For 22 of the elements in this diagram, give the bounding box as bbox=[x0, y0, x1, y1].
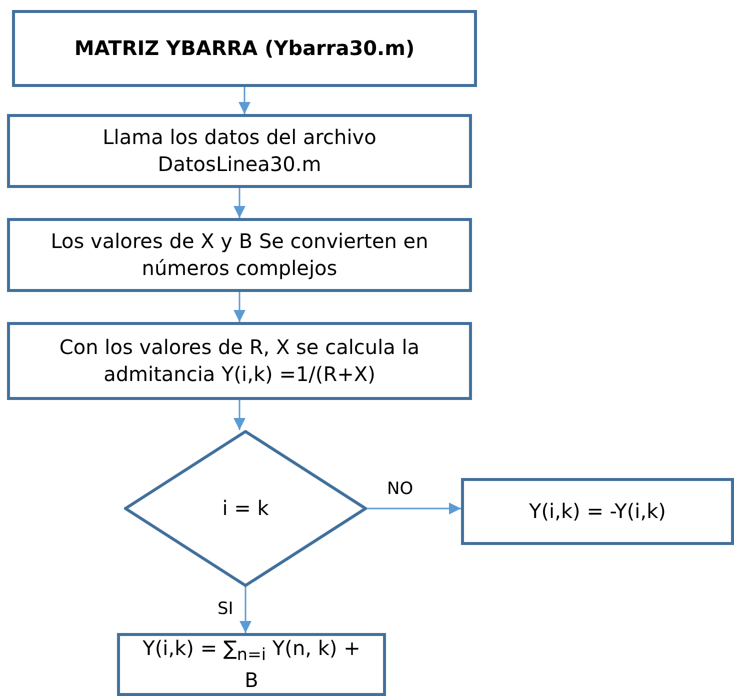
process-box bbox=[7, 114, 472, 188]
title-box bbox=[12, 10, 477, 87]
process-box bbox=[7, 218, 472, 292]
arrow bbox=[367, 502, 461, 514]
process-box bbox=[7, 322, 472, 400]
arrow bbox=[238, 87, 250, 114]
decision-diamond bbox=[124, 430, 367, 587]
arrow bbox=[234, 292, 246, 322]
arrow bbox=[234, 188, 246, 218]
arrow bbox=[234, 400, 246, 430]
edge-label: SI bbox=[218, 599, 234, 619]
arrow bbox=[240, 587, 252, 633]
title-text: MATRIZ YBARRA (Ybarra30.m) bbox=[73, 35, 416, 62]
condition-text: i = k bbox=[221, 495, 270, 522]
step-text: Con los valores de R, X se calcula la admitancia Y(i,k) =1/(R+X) bbox=[58, 334, 421, 388]
step-text: Los valores de X y B Se convierten en números complejos bbox=[50, 228, 430, 282]
step-text: Y(i,k) = ∑$_{n=i}$ Y(n, k) + B bbox=[142, 635, 362, 694]
edge-label: NO bbox=[387, 478, 414, 498]
process-box bbox=[461, 478, 734, 545]
process-box bbox=[117, 633, 386, 696]
step-text: Y(i,k) = -Y(i,k) bbox=[528, 498, 667, 525]
step-text: Llama los datos del archivo DatosLinea30.m bbox=[102, 124, 378, 178]
